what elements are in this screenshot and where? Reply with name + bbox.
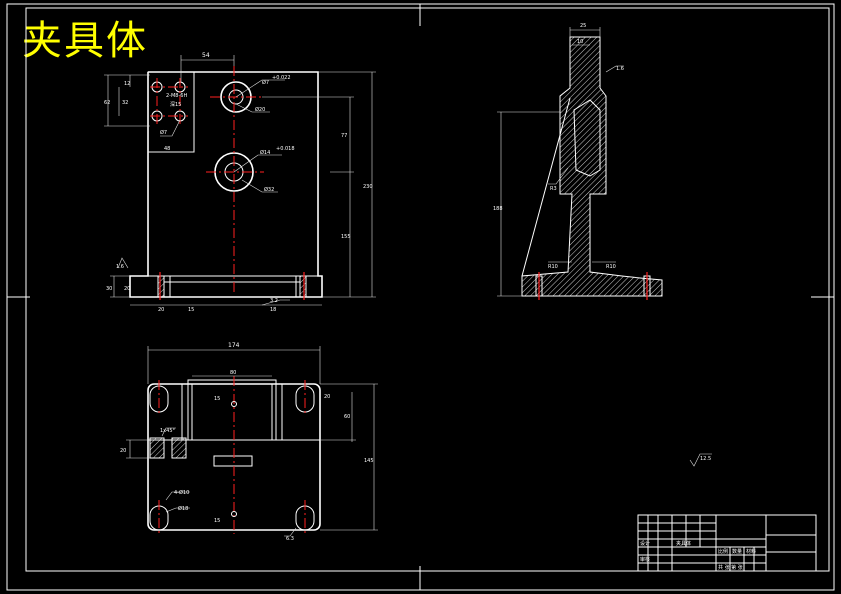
sheet-frame — [6, 3, 835, 591]
dim-left-base: 30 — [106, 286, 112, 292]
side-roughness-top: 1.6 — [616, 66, 624, 72]
dim-bottom-small: 48 — [164, 146, 170, 152]
side-dim-top-width: 25 — [580, 23, 586, 29]
title-block-qty-label: 数量 — [732, 548, 742, 555]
hole-upper-callout: Ø7 — [262, 79, 269, 86]
dim-top-width: 54 — [202, 52, 210, 59]
roughness-left: 1.6 — [116, 264, 124, 270]
hole-upper-tol: +0.022 — [272, 75, 291, 81]
top-chamfer-note: 1x45° — [160, 428, 176, 434]
top-dim-total-depth: 145 — [364, 458, 374, 464]
title-block-part-name: 夹具体 — [676, 540, 691, 547]
top-dim-depth: 60 — [344, 414, 350, 420]
top-hole-note-a: 4-Ø10 — [174, 489, 189, 496]
dim-height-mid: 155 — [341, 234, 351, 240]
dim-left-b: 32 — [122, 100, 128, 106]
thread-depth: 深15 — [170, 101, 181, 108]
top-dim-small-a: 15 — [214, 396, 220, 402]
roughness-base: 3.2 — [270, 298, 278, 304]
title-block-sheet: 共 张 第 张 — [718, 564, 743, 571]
thread-callout: 2-M8-6H — [166, 93, 187, 99]
top-dim-small-b: 15 — [214, 518, 220, 524]
general-roughness-symbol: 12.5 — [689, 453, 712, 467]
top-view — [126, 346, 378, 537]
title-stamp: 夹具体 — [22, 18, 148, 64]
top-dim-right-small: 20 — [324, 394, 330, 400]
pin-callout: Ø7 — [160, 129, 167, 136]
dim-bottom-b: 15 — [188, 307, 194, 313]
top-dim-inner-width: 80 — [230, 370, 236, 376]
dim-left-a: 12 — [124, 81, 130, 87]
side-fillet-b: R10 — [606, 264, 616, 270]
title-block-drawn: 设计 — [640, 540, 650, 547]
hole-lower-tol: +0.018 — [276, 146, 295, 152]
title-block-material-label: 材料 — [746, 548, 756, 555]
side-view — [497, 27, 663, 300]
side-fillet-a: R10 — [548, 264, 558, 270]
title-block: 设计 审核 夹具体 比例 数量 材料 共 张 第 张 — [637, 514, 817, 572]
front-view-labels: 54 12 32 62 48 20 15 18 30 20 230 155 77… — [104, 52, 373, 313]
dim-height-total: 230 — [363, 184, 373, 190]
top-dim-left-thick: 20 — [120, 448, 126, 454]
side-view-labels: 25 10 188 1.6 R3 R10 R10 — [493, 23, 624, 270]
top-view-labels: 174 80 60 145 20 20 15 15 1x45° 4-Ø10 Ø1… — [120, 342, 374, 542]
dim-base-step: 20 — [124, 286, 130, 292]
side-dim-slot: 10 — [577, 39, 583, 45]
title-block-scale-label: 比例 — [718, 548, 728, 555]
dim-upper: 77 — [341, 133, 347, 139]
side-dim-height: 188 — [493, 206, 503, 212]
top-hole-note-b: Ø18 — [178, 505, 188, 512]
dim-bottom-a: 20 — [158, 307, 164, 313]
top-roughness: 6.3 — [286, 536, 294, 542]
dim-left-c: 62 — [104, 100, 110, 106]
front-view — [104, 55, 376, 306]
general-roughness-value: 12.5 — [700, 456, 711, 462]
title-block-checked: 审核 — [640, 556, 650, 563]
hole-lower-dim: Ø32 — [264, 186, 274, 193]
dim-bottom-c: 18 — [270, 307, 276, 313]
hole-upper-dim: Ø20 — [255, 106, 265, 113]
top-dim-total-width: 174 — [228, 342, 240, 349]
side-note-r: R3 — [550, 186, 557, 192]
hole-lower-callout: Ø14 — [260, 149, 270, 156]
